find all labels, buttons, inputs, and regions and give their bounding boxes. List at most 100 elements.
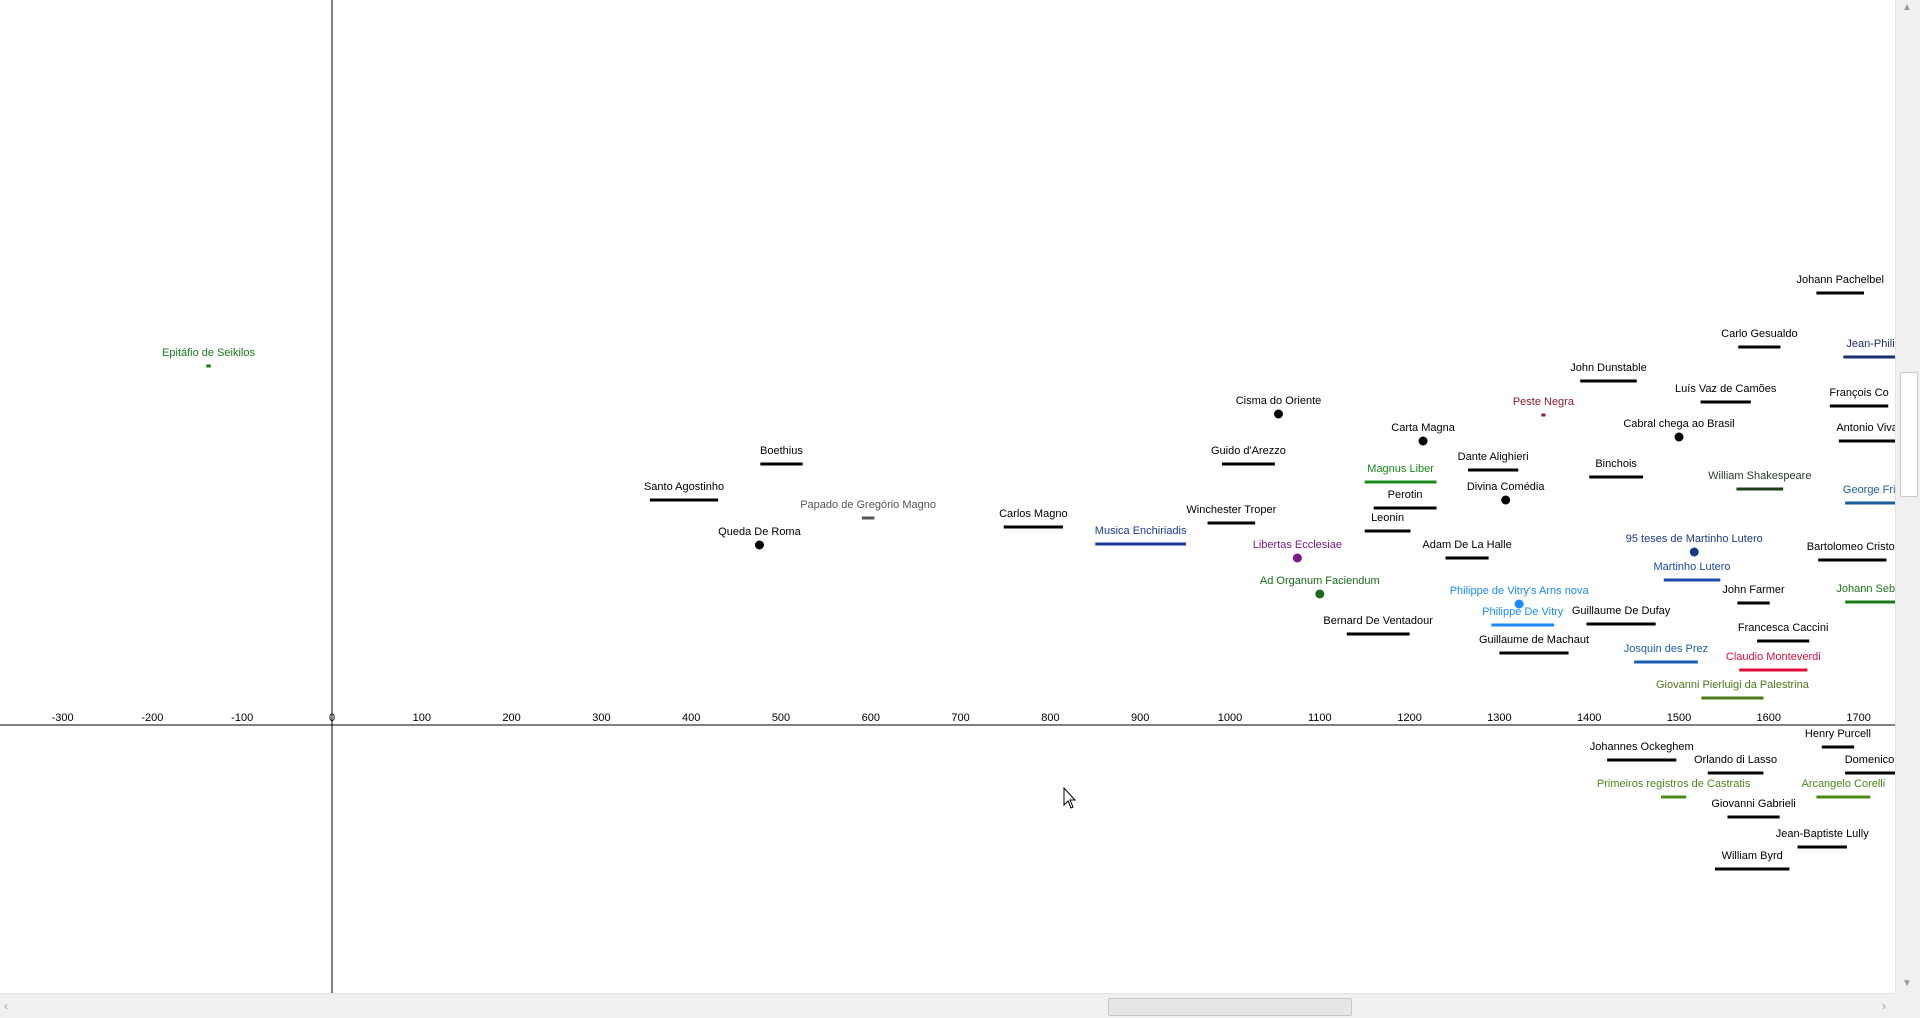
timeline-event[interactable]: Josquin des Prez	[1624, 643, 1708, 664]
scroll-left-icon[interactable]: ‹	[4, 999, 8, 1013]
event-marker[interactable]	[1501, 495, 1511, 505]
event-period-bar[interactable]	[1737, 601, 1770, 605]
timeline-event[interactable]: Primeiros registros de Castratis	[1597, 778, 1751, 799]
event-period-bar[interactable]	[1701, 696, 1764, 700]
event-label[interactable]: Domenico Sc	[1845, 754, 1895, 766]
event-period-bar[interactable]	[1845, 600, 1895, 604]
event-period-bar[interactable]	[1797, 845, 1847, 849]
event-label[interactable]: Guillaume De Dufay	[1572, 605, 1671, 617]
timeline-event[interactable]: Leonin	[1364, 512, 1411, 533]
event-label[interactable]: Santo Agostinho	[644, 481, 724, 493]
event-period-bar[interactable]	[649, 498, 719, 502]
event-period-bar[interactable]	[1364, 529, 1411, 533]
event-period-bar[interactable]	[1095, 542, 1186, 546]
event-period-bar[interactable]	[1838, 439, 1895, 443]
event-marker[interactable]	[1315, 589, 1325, 599]
event-period-bar[interactable]	[1589, 475, 1644, 479]
event-period-bar[interactable]	[1541, 413, 1546, 417]
event-label[interactable]: John Dunstable	[1570, 362, 1646, 374]
timeline-event[interactable]: Cisma do Oriente	[1236, 395, 1322, 419]
event-period-bar[interactable]	[1714, 867, 1790, 871]
event-period-bar[interactable]	[1467, 468, 1519, 472]
timeline-event[interactable]: François Co	[1829, 387, 1889, 408]
timeline-event[interactable]: Carta Magna	[1391, 422, 1456, 446]
event-label[interactable]: Jean-Philippe	[1846, 338, 1895, 350]
event-marker[interactable]	[1292, 553, 1302, 563]
event-period-bar[interactable]	[1491, 623, 1555, 627]
event-period-bar[interactable]	[1818, 558, 1887, 562]
event-label[interactable]: Carta Magna	[1391, 422, 1455, 434]
event-label[interactable]: Luís Vaz de Camões	[1675, 383, 1777, 395]
timeline-event[interactable]: John Farmer	[1722, 584, 1785, 605]
event-label[interactable]: Arcangelo Corelli	[1801, 778, 1885, 790]
event-marker[interactable]	[1674, 432, 1684, 442]
timeline-event[interactable]: Winchester Troper	[1186, 504, 1277, 525]
event-label[interactable]: Guido d'Arezzo	[1211, 445, 1286, 457]
timeline-event[interactable]: Bernard De Ventadour	[1323, 615, 1433, 636]
event-label[interactable]: Perotin	[1388, 489, 1423, 501]
event-label[interactable]: Bartolomeo Cristof	[1807, 541, 1895, 553]
timeline-event[interactable]: Papado de Gregório Magno	[800, 499, 936, 520]
event-label[interactable]: Guillaume de Machaut	[1479, 634, 1589, 646]
event-period-bar[interactable]	[1580, 379, 1637, 383]
timeline-event[interactable]: Luís Vaz de Camões	[1675, 383, 1777, 404]
event-label[interactable]: Johannes Ockeghem	[1590, 741, 1694, 753]
scroll-down-icon[interactable]: ▼	[1902, 978, 1912, 989]
event-label[interactable]: Magnus Liber	[1367, 463, 1434, 475]
timeline-event[interactable]: Orlando di Lasso	[1694, 754, 1777, 775]
event-label[interactable]: 95 teses de Martinho Lutero	[1626, 533, 1763, 545]
timeline-event[interactable]: Guillaume De Dufay	[1572, 605, 1671, 626]
event-label[interactable]: William Shakespeare	[1708, 470, 1811, 482]
event-label[interactable]: Primeiros registros de Castratis	[1597, 778, 1751, 790]
event-period-bar[interactable]	[1816, 291, 1864, 295]
timeline-event[interactable]: Libertas Ecclesiae	[1253, 539, 1342, 563]
event-label[interactable]: Philippe De Vitry	[1482, 606, 1564, 618]
event-label[interactable]: Francesca Caccini	[1738, 622, 1828, 634]
event-period-bar[interactable]	[1816, 795, 1871, 799]
event-label[interactable]: Queda De Roma	[718, 526, 801, 538]
event-label[interactable]: Josquin des Prez	[1624, 643, 1708, 655]
timeline-event[interactable]: Adam De La Halle	[1422, 539, 1512, 560]
timeline-event[interactable]: Guillaume de Machaut	[1479, 634, 1589, 655]
event-period-bar[interactable]	[1707, 771, 1764, 775]
event-label[interactable]: Dante Alighieri	[1458, 451, 1529, 463]
timeline-event[interactable]: George Frideri	[1843, 484, 1895, 505]
event-period-bar[interactable]	[1445, 556, 1489, 560]
scroll-right-icon[interactable]: ›	[1882, 999, 1886, 1013]
timeline-event[interactable]: Francesca Caccini	[1738, 622, 1828, 643]
event-period-bar[interactable]	[1364, 480, 1437, 484]
event-label[interactable]: Orlando di Lasso	[1694, 754, 1777, 766]
event-label[interactable]: Johann Pachelbel	[1796, 274, 1883, 286]
event-period-bar[interactable]	[1845, 771, 1895, 775]
timeline-event[interactable]: Carlos Magno	[999, 508, 1068, 529]
event-label[interactable]: Carlo Gesualdo	[1721, 328, 1797, 340]
event-label[interactable]: George Frideri	[1843, 484, 1895, 496]
timeline-event[interactable]: Divina Comédia	[1467, 481, 1546, 505]
timeline-event[interactable]: John Dunstable	[1570, 362, 1647, 383]
timeline-event[interactable]: Musica Enchiriadis	[1095, 525, 1187, 546]
timeline-event[interactable]: Perotin	[1373, 489, 1437, 510]
timeline-event[interactable]: Jean-Baptiste Lully	[1776, 828, 1869, 849]
timeline-event[interactable]: William Byrd	[1714, 850, 1790, 871]
event-label[interactable]: Giovanni Gabrieli	[1711, 798, 1795, 810]
event-label[interactable]: Philippe de Vitry's Arns nova	[1450, 585, 1590, 597]
timeline-event[interactable]: Claudio Monteverdi	[1726, 651, 1821, 672]
event-period-bar[interactable]	[1207, 521, 1256, 525]
timeline-event[interactable]: Philippe de Vitry's Arns nova	[1450, 585, 1590, 609]
timeline-event[interactable]: Johannes Ockeghem	[1590, 741, 1694, 762]
event-marker[interactable]	[1689, 547, 1699, 557]
event-label[interactable]: William Byrd	[1722, 850, 1783, 862]
event-label[interactable]: Winchester Troper	[1186, 504, 1276, 516]
timeline-event[interactable]: Jean-Philippe	[1843, 338, 1895, 359]
event-period-bar[interactable]	[206, 364, 211, 368]
event-period-bar[interactable]	[1634, 660, 1698, 664]
event-period-bar[interactable]	[1739, 668, 1808, 672]
event-label[interactable]: Henry Purcell	[1805, 728, 1871, 740]
event-period-bar[interactable]	[1845, 501, 1895, 505]
event-period-bar[interactable]	[1661, 795, 1687, 799]
event-label[interactable]: Divina Comédia	[1467, 481, 1546, 493]
timeline-event[interactable]: Bartolomeo Cristof	[1807, 541, 1895, 562]
scroll-up-icon[interactable]: ▲	[1902, 2, 1912, 13]
event-label[interactable]: Libertas Ecclesiae	[1253, 539, 1342, 551]
